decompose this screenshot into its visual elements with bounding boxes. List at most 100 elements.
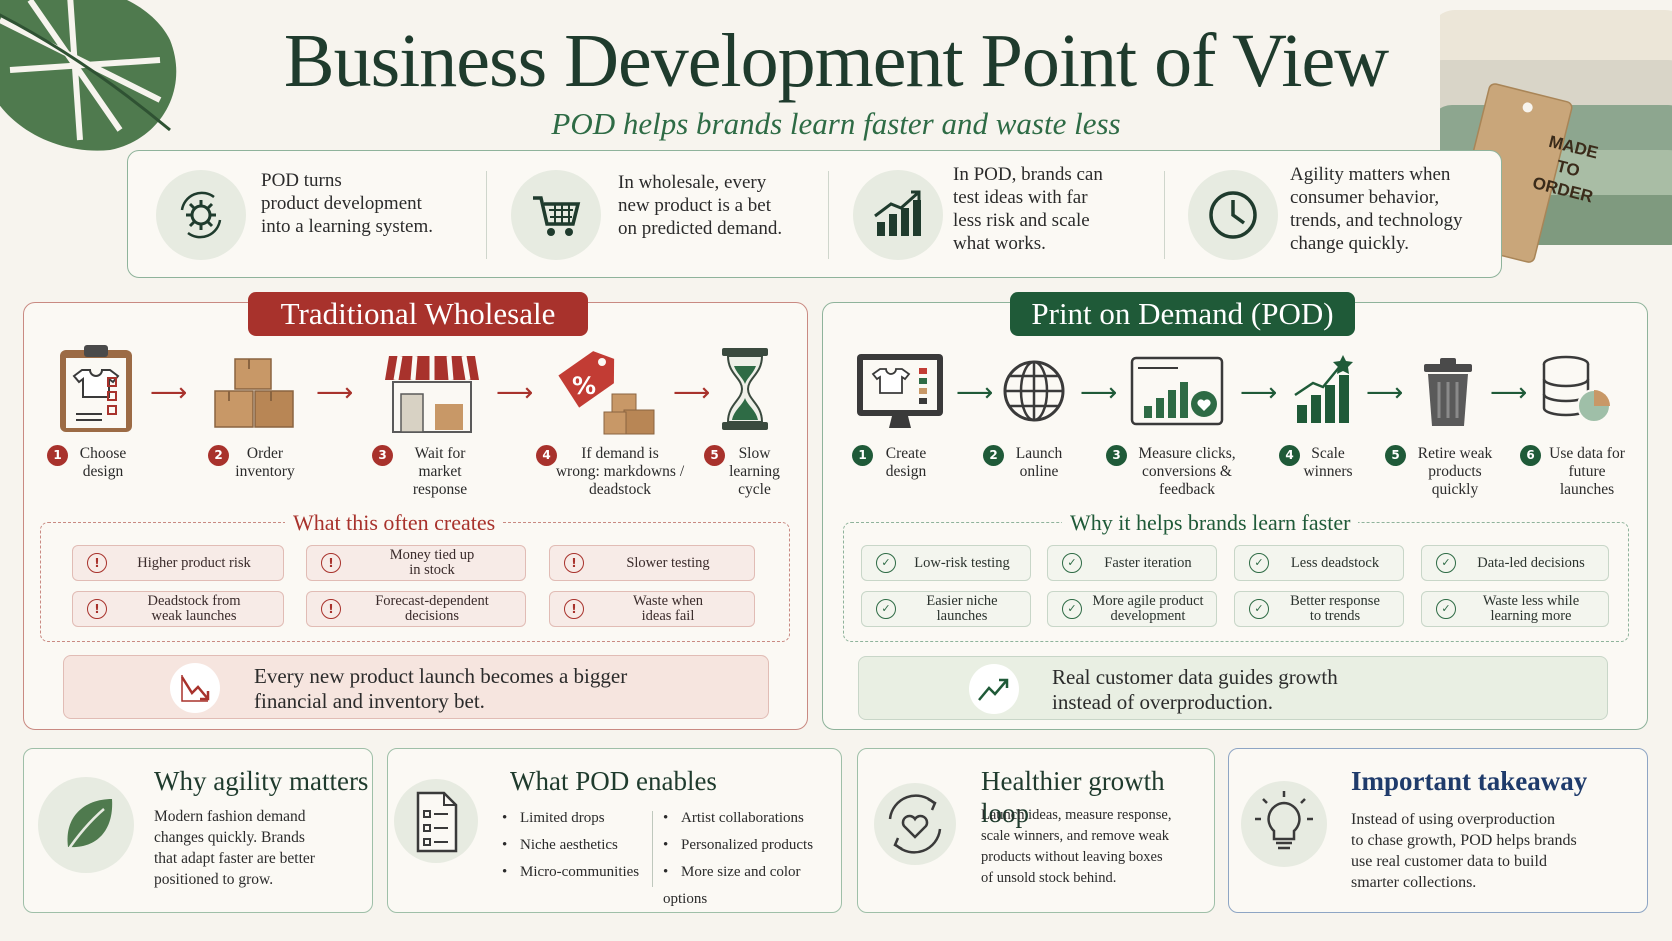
step-number: 5 [1385, 445, 1406, 466]
risk-chip: ! Higher product risk [72, 545, 284, 581]
chip-text: decisions [405, 608, 459, 624]
label-line: response [412, 481, 468, 498]
globe-icon [1003, 360, 1065, 422]
clock-icon [1188, 170, 1278, 260]
chip-text: Waste when [632, 593, 704, 609]
gear-cycle-icon [156, 170, 246, 260]
why-it-helps-title: Why it helps brands learn faster [1062, 511, 1359, 535]
svg-text:%: % [572, 372, 596, 400]
label-line: future [1568, 463, 1606, 480]
chip-text: Deadstock from [147, 593, 241, 609]
benefit-chip: ✓ Faster iteration [1047, 545, 1217, 581]
key-point-line: Agility matters when [1290, 164, 1451, 185]
markdown-price-tag-icon: % [558, 351, 655, 435]
key-point-agility: Agility matters when consumer behavior, … [1188, 151, 1488, 279]
trash-bin-icon [1424, 358, 1472, 426]
card-line: scale winners, and remove weak [981, 828, 1170, 844]
step-number: 1 [47, 445, 68, 466]
chip-text: in stock [409, 562, 455, 578]
wholesale-step-label: Slow learning cycle [712, 445, 797, 499]
wholesale-step-label: Order inventory [225, 445, 305, 481]
alert-icon: ! [321, 553, 341, 573]
arrow-right-icon: ⟶ [1490, 378, 1528, 408]
why-agility-matters-card: Why agility matters Modern fashion deman… [23, 748, 373, 913]
hourglass-icon [722, 348, 768, 430]
banner-line: financial and inventory bet. [254, 689, 485, 713]
label-line: inventory [235, 463, 295, 480]
card-title: Healthier growth loop [981, 766, 1165, 828]
chip-text: More agile product [1092, 593, 1204, 609]
chip-text: Better response [1290, 593, 1380, 609]
step-number: 6 [1520, 445, 1541, 466]
label-line: Measure clicks, [1138, 445, 1236, 462]
arrow-right-icon: ⟶ [150, 378, 188, 408]
benefit-chip: ✓ Less deadstock [1234, 545, 1404, 581]
label-line: wrong: markdowns / [555, 463, 685, 480]
chip-text: weak launches [151, 608, 237, 624]
wholesale-step-label: Wait for market response [395, 445, 485, 499]
card-line: that adapt faster are better [154, 850, 315, 867]
step-number: 1 [852, 445, 873, 466]
leaf-icon [38, 777, 134, 873]
chip-text: Slower testing [626, 554, 710, 571]
banner-line: instead of overproduction. [1052, 690, 1274, 714]
card-line: changes quickly. Brands [154, 829, 305, 846]
risk-chip: ! Slower testing [549, 545, 755, 581]
trend-up-icon [969, 664, 1019, 714]
check-circle-icon: ✓ [1249, 599, 1269, 619]
key-points-strip: POD turns product development into a lea… [127, 150, 1502, 278]
wholesale-step-label: Choose design [63, 445, 143, 481]
label-line: launches [1559, 481, 1615, 498]
label-line: products [1428, 463, 1482, 480]
key-point-line: In wholesale, every [618, 172, 767, 193]
key-point-line: consumer behavior, [1290, 187, 1440, 208]
key-point-line: change quickly. [1290, 233, 1410, 254]
list-item: More size and color options [663, 859, 841, 913]
arrow-right-icon: ⟶ [496, 378, 534, 408]
banner-line: Every new product launch becomes a bigge… [254, 664, 628, 688]
lightbulb-icon [1241, 781, 1327, 867]
list-item: Limited drops [502, 805, 639, 832]
label-line: online [1019, 463, 1059, 480]
key-point-test-ideas: In POD, brands can test ideas with far l… [853, 151, 1173, 279]
label-line: Retire weak [1417, 445, 1493, 462]
card-title: What POD enables [510, 766, 717, 796]
monitor-design-icon [857, 354, 943, 428]
chip-text: Money tied up [389, 547, 475, 563]
card-line: positioned to grow. [154, 871, 274, 888]
divider [486, 171, 487, 259]
chip-text: Low-risk testing [914, 554, 1010, 571]
enables-list-right: Artist collaborations Personalized produ… [663, 805, 841, 913]
label-line: Slow [738, 445, 771, 462]
key-point-line: less risk and scale [953, 210, 1090, 231]
chip-text: Forecast-dependent [375, 593, 489, 609]
card-line: Modern fashion demand [154, 808, 306, 825]
boxes-inventory-icon [214, 358, 294, 428]
banner-line: Real customer data guides growth [1052, 665, 1338, 689]
benefit-chip: ✓ Data-led decisions [1421, 545, 1609, 581]
card-body: Modern fashion demand changes quickly. B… [154, 806, 315, 890]
chip-text: ideas fail [641, 608, 695, 624]
storefront-icon [385, 355, 479, 433]
label-line: Launch [1015, 445, 1063, 462]
key-point-wholesale-bet: In wholesale, every new product is a bet… [511, 151, 831, 279]
heart-cycle-icon [874, 783, 956, 865]
label-line: cycle [738, 481, 771, 498]
check-circle-icon: ✓ [1062, 553, 1082, 573]
step-number: 4 [1279, 445, 1300, 466]
shopping-cart-icon [511, 170, 601, 260]
label-line: Create [885, 445, 927, 462]
label-line: Use data for [1549, 445, 1625, 462]
step-number: 3 [372, 445, 393, 466]
pod-step-label: Measure clicks, conversions & feedback [1127, 445, 1247, 499]
card-line: products without leaving boxes [981, 849, 1163, 865]
alert-icon: ! [321, 599, 341, 619]
key-point-line: new product is a bet [618, 195, 772, 216]
what-this-creates-title: What this often creates [285, 511, 504, 535]
label-line: design [885, 463, 927, 480]
label-line: feedback [1159, 481, 1215, 498]
divider [1164, 171, 1165, 259]
pod-step-label: Scale winners [1288, 445, 1368, 481]
